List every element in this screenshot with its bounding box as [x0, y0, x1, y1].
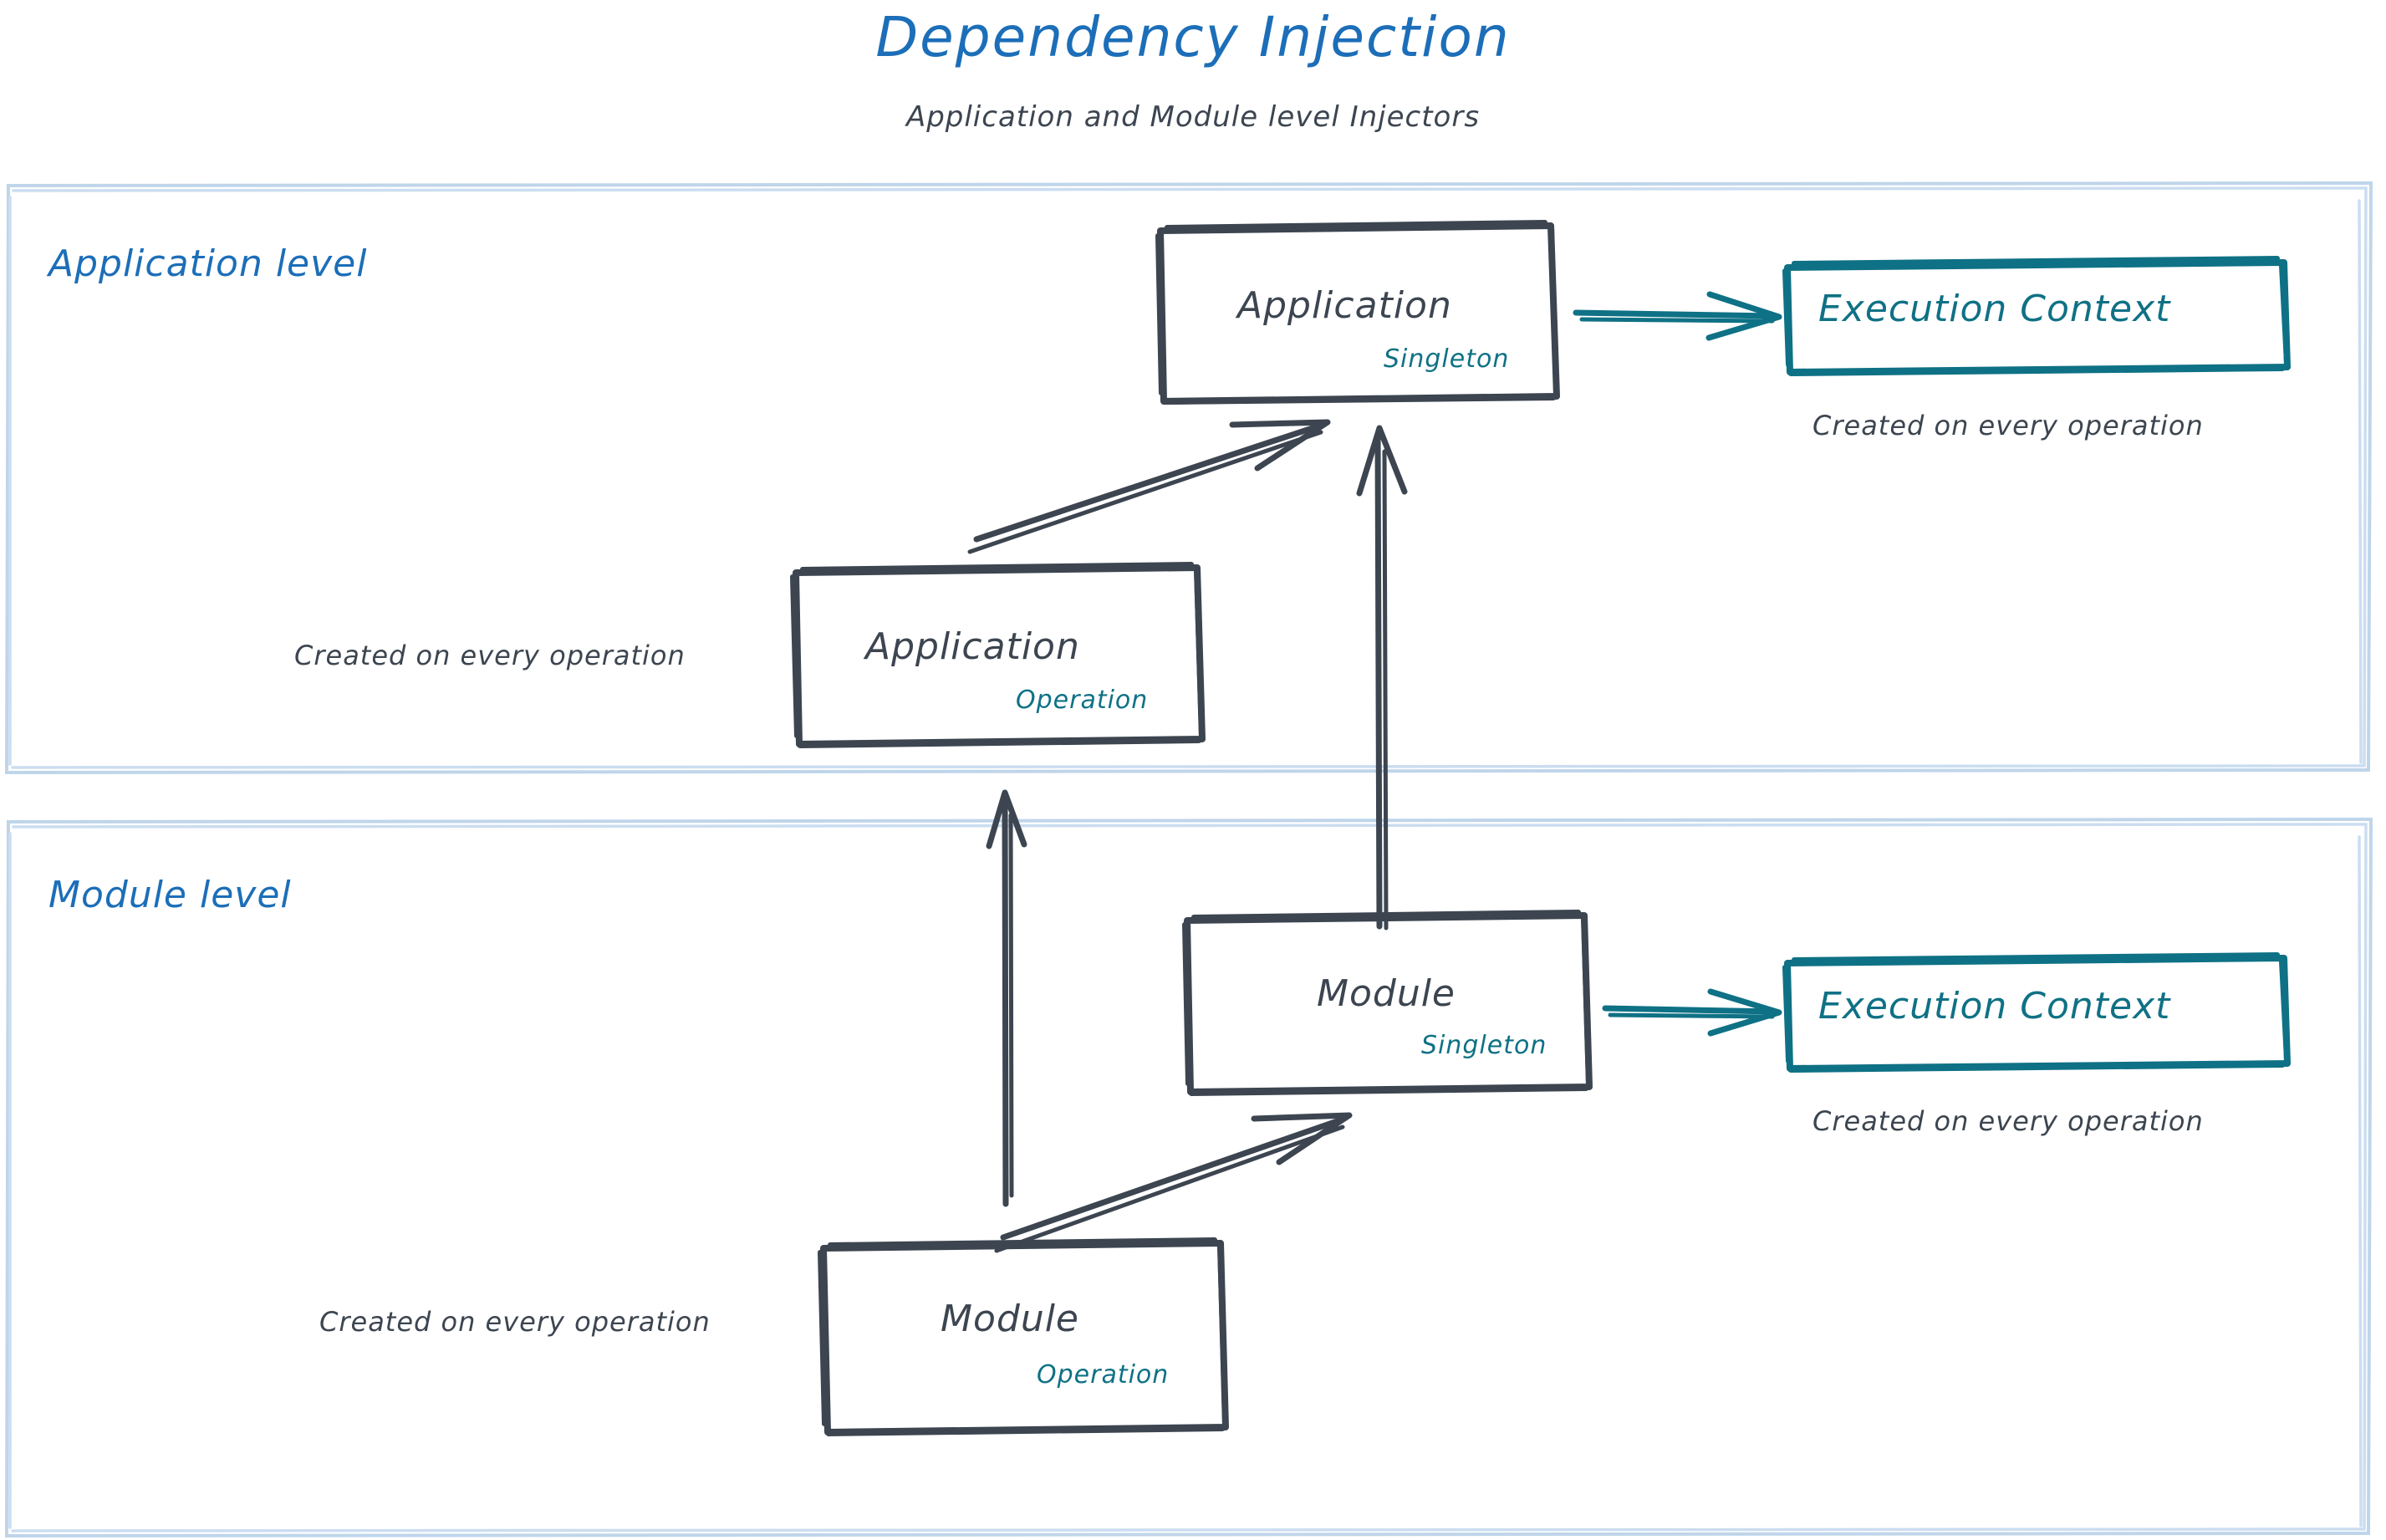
- lane-label-module-level: Module level: [48, 874, 292, 916]
- node-scope-module-singleton: Singleton: [1421, 1031, 1547, 1060]
- node-label-application-operation[interactable]: Application: [865, 625, 1080, 668]
- edge-module-singleton-to-app-singleton: [1356, 425, 1408, 931]
- node-scope-application-operation: Operation: [1016, 686, 1149, 715]
- page-title: Dependency Injection: [875, 5, 1511, 69]
- page-subtitle: Application and Module level Injectors: [905, 100, 1481, 134]
- node-label-module-operation[interactable]: Module: [941, 1298, 1079, 1340]
- node-label-execution-context-module[interactable]: Execution Context: [1818, 985, 2171, 1028]
- node-label-module-singleton[interactable]: Module: [1317, 972, 1456, 1015]
- lane-module-level-border: [4, 817, 2373, 1538]
- note-execution-context-application: Created on every operation: [1812, 410, 2204, 441]
- edge-module-operation-to-module-singleton: [994, 1112, 1353, 1253]
- edge-app-singleton-to-exec-ctx: [1573, 291, 1782, 341]
- edge-module-singleton-to-exec-ctx: [1602, 988, 1782, 1037]
- edge-module-operation-to-app-operation: [986, 789, 1027, 1207]
- node-label-execution-context-application[interactable]: Execution Context: [1818, 288, 2171, 330]
- note-execution-context-module: Created on every operation: [1812, 1105, 2204, 1137]
- lane-label-application-level: Application level: [48, 242, 368, 285]
- note-module-operation: Created on every operation: [319, 1306, 711, 1338]
- note-application-operation: Created on every operation: [294, 640, 686, 671]
- node-scope-application-singleton: Singleton: [1384, 344, 1510, 374]
- node-scope-module-operation: Operation: [1037, 1360, 1170, 1390]
- node-label-application-singleton[interactable]: Application: [1237, 284, 1452, 327]
- edge-app-operation-to-app-singleton: [967, 419, 1331, 554]
